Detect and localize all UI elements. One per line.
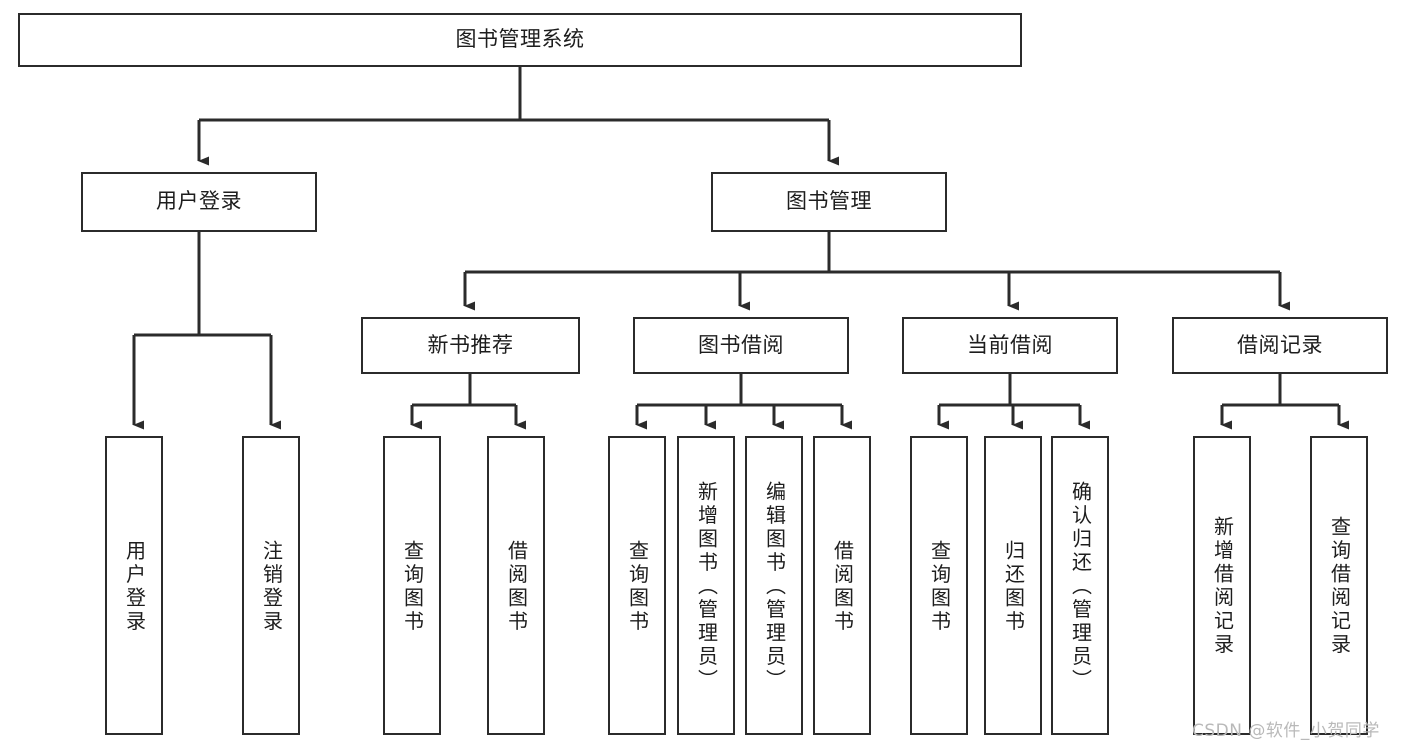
node-leaf-borrow-book-2[interactable]: 借阅图书 [813,436,871,735]
node-label: 新书推荐 [427,332,514,357]
node-leaf-query-book-2[interactable]: 查询图书 [608,436,666,735]
node-user-login[interactable]: 用户登录 [81,172,317,232]
node-label: 注销登录 [259,539,284,634]
node-label: 图书管理系统 [455,27,585,52]
node-label: 图书借阅 [698,332,784,357]
node-label: 查询借阅记录 [1327,516,1352,657]
node-label: 新增图书（管理员） [694,480,719,693]
node-leaf-borrow-book-1[interactable]: 借阅图书 [487,436,545,735]
node-leaf-add-record[interactable]: 新增借阅记录 [1193,436,1251,735]
node-label: 用户登录 [122,539,147,634]
node-leaf-add-book[interactable]: 新增图书（管理员） [677,436,735,735]
node-label: 归还图书 [1001,539,1026,634]
node-label: 查询图书 [927,539,952,634]
node-label: 当前借阅 [967,332,1053,357]
node-label: 查询图书 [625,539,650,634]
node-label: 图书管理 [786,189,872,214]
node-leaf-user-login[interactable]: 用户登录 [105,436,163,735]
node-book-management[interactable]: 图书管理 [711,172,947,232]
node-label: 新增借阅记录 [1210,516,1235,657]
node-label: 借阅图书 [504,539,529,634]
node-label: 确认归还（管理员） [1068,480,1093,693]
node-leaf-logout-login[interactable]: 注销登录 [242,436,300,735]
node-leaf-query-record[interactable]: 查询借阅记录 [1310,436,1368,735]
node-leaf-query-book-1[interactable]: 查询图书 [383,436,441,735]
node-root-book-management-system[interactable]: 图书管理系统 [18,13,1022,67]
node-label: 借阅图书 [830,539,855,634]
node-label: 编辑图书（管理员） [762,480,787,693]
node-leaf-return-book[interactable]: 归还图书 [984,436,1042,735]
node-leaf-query-book-3[interactable]: 查询图书 [910,436,968,735]
node-label: 借阅记录 [1237,332,1323,357]
node-current-borrow[interactable]: 当前借阅 [902,317,1118,374]
node-new-book-recommend[interactable]: 新书推荐 [361,317,580,374]
node-book-borrow[interactable]: 图书借阅 [633,317,849,374]
node-label: 用户登录 [156,189,242,214]
node-label: 查询图书 [400,539,425,634]
node-borrow-record[interactable]: 借阅记录 [1172,317,1388,374]
node-leaf-confirm-return[interactable]: 确认归还（管理员） [1051,436,1109,735]
node-leaf-edit-book[interactable]: 编辑图书（管理员） [745,436,803,735]
